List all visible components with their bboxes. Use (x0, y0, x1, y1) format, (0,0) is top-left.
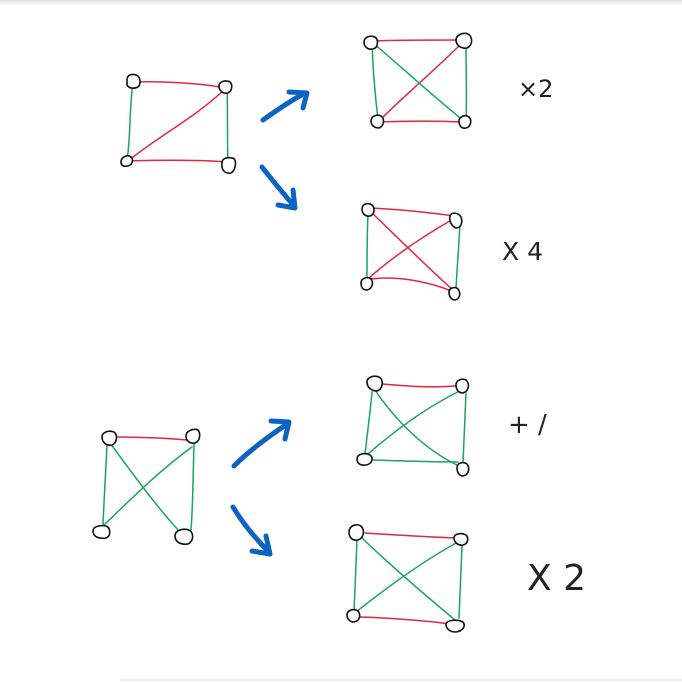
vertex (218, 80, 233, 94)
edge-green (374, 389, 460, 467)
edge-red (359, 616, 451, 625)
vertex (453, 532, 469, 546)
edge-red (115, 436, 188, 441)
vertex (356, 452, 373, 466)
edge-green (455, 222, 461, 290)
edge-green (126, 82, 134, 161)
edge-red (382, 383, 456, 388)
vertex (456, 461, 470, 477)
edge-green (190, 443, 195, 531)
window-bottom-edge (120, 679, 682, 681)
edge-red (133, 81, 227, 89)
multiplier-label: X 4 (502, 237, 543, 266)
edge-green (364, 391, 373, 456)
edge-red (371, 39, 464, 42)
vertex (458, 114, 472, 129)
arrow-icon (231, 418, 292, 469)
vertex (126, 73, 141, 89)
result-graph-bottom-lower (346, 524, 469, 633)
vertex (448, 212, 463, 229)
arrow-icon (230, 504, 273, 557)
vertex (370, 114, 385, 129)
edge-green (226, 88, 229, 165)
vertex (455, 378, 470, 394)
vertex (346, 608, 361, 623)
vertex (92, 524, 111, 540)
result-graph-bottom-upper (356, 375, 470, 477)
edge-green (109, 442, 181, 533)
window-top-shadow (0, 0, 682, 5)
multiplier-label: ×2 (518, 75, 553, 103)
edge-red (368, 277, 455, 293)
vertex (455, 32, 473, 49)
edge-green (372, 459, 459, 463)
vertex (120, 155, 134, 168)
arrow-icon (259, 164, 298, 211)
vertex (185, 428, 201, 444)
vertex (360, 276, 374, 291)
edge-green (458, 545, 463, 619)
vertex (221, 156, 237, 174)
edge-green (361, 537, 456, 621)
vertex (174, 528, 194, 545)
vertex (348, 524, 365, 541)
edge-green (462, 392, 467, 464)
multiplier-label: X 2 (527, 558, 586, 599)
edge-green (366, 389, 463, 456)
multiplier-label: + / (508, 410, 547, 440)
vertex (445, 619, 465, 633)
edge-green (103, 446, 193, 526)
result-graph-top-lower (360, 202, 463, 301)
edge-green (366, 213, 369, 277)
vertex (363, 35, 379, 50)
edge-red (378, 41, 464, 122)
vertex (361, 202, 375, 217)
vertex (101, 430, 118, 446)
source-graph-top (120, 73, 237, 174)
edge-green (353, 539, 358, 613)
edge-red (127, 87, 227, 162)
edge-red (127, 159, 229, 163)
edge-green (355, 541, 459, 613)
edge-green (102, 442, 108, 526)
edge-green (372, 42, 465, 122)
edge-green (371, 43, 379, 120)
edge-red (368, 217, 456, 279)
edge-red (369, 210, 455, 292)
edge-red (368, 207, 456, 217)
result-graph-top-upper (363, 32, 473, 129)
edge-red (378, 120, 464, 123)
vertex (448, 286, 461, 301)
edge-red (364, 532, 457, 539)
arrow-icon (260, 89, 310, 123)
source-graph-bottom (92, 428, 201, 545)
vertex (366, 375, 383, 392)
